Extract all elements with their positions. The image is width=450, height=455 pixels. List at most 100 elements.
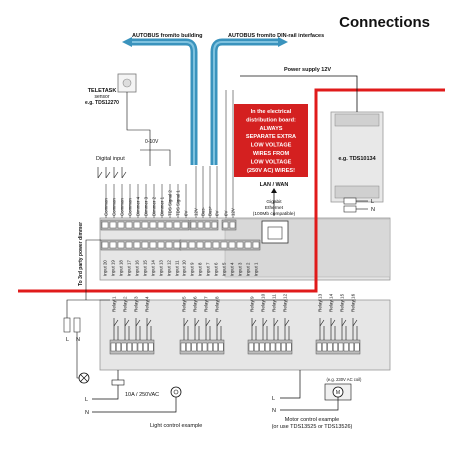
relay-screw bbox=[110, 342, 116, 352]
relay-label: Relay 5 bbox=[182, 296, 187, 312]
autobus-din-arrow bbox=[278, 37, 288, 47]
warning-line: SEPARATE EXTRA bbox=[246, 134, 296, 140]
input-label: Input 14 bbox=[151, 260, 156, 276]
power-terminal-label: 12V bbox=[231, 208, 236, 216]
relay-label: Relay 7 bbox=[204, 296, 209, 312]
switch-contact bbox=[121, 171, 127, 179]
motor-N-label: N bbox=[272, 408, 276, 414]
terminal-screw bbox=[180, 241, 188, 249]
relay-screw bbox=[333, 342, 338, 352]
warning-line: (250V AC) WIRES! bbox=[247, 168, 295, 174]
relay-contact bbox=[113, 319, 119, 327]
terminal-screw bbox=[109, 241, 117, 249]
relay-screw bbox=[322, 342, 327, 352]
relay-screw bbox=[327, 342, 333, 352]
relay-contact bbox=[284, 319, 290, 327]
lower-module-housing bbox=[99, 299, 391, 371]
relay-contact bbox=[124, 319, 130, 327]
sensor-lens-icon bbox=[122, 78, 132, 88]
terminal-label: Common bbox=[112, 198, 117, 216]
terminal-screw bbox=[196, 241, 204, 249]
light-L-label: L bbox=[85, 397, 88, 403]
terminal-screw bbox=[181, 221, 189, 229]
ethernet-line1: Gigabit bbox=[266, 199, 282, 205]
relay-contact bbox=[216, 319, 222, 327]
warning-line: distribution board: bbox=[246, 117, 296, 123]
relay-screw bbox=[316, 342, 322, 352]
terminal-screw bbox=[211, 221, 218, 229]
relay-contact bbox=[194, 319, 200, 327]
input-label: Input 17 bbox=[127, 260, 132, 276]
sensor-wire bbox=[126, 92, 151, 166]
terminal-screw bbox=[165, 221, 173, 229]
terminal-screw bbox=[222, 221, 229, 229]
relay-screw bbox=[196, 342, 202, 352]
terminal-screw bbox=[229, 221, 236, 229]
relay-screw bbox=[270, 342, 276, 352]
terminal-screw bbox=[157, 241, 165, 249]
terminal-label: TDS Signal 1 bbox=[176, 190, 181, 216]
psu-N-label: N bbox=[371, 207, 375, 213]
input-label: Input 8 bbox=[198, 262, 203, 276]
relay-contact bbox=[341, 319, 347, 327]
warning-line: LOW VOLTAGE bbox=[251, 143, 292, 149]
terminal-screw bbox=[173, 241, 181, 249]
ethernet-line3: (100Mb compatible) bbox=[253, 211, 296, 217]
psu-terminals-bottom bbox=[334, 185, 380, 199]
motor-N-line bbox=[280, 397, 339, 411]
relay-screw bbox=[207, 342, 213, 352]
relay-terminal-block bbox=[109, 339, 155, 355]
relay-label: Relay 16 bbox=[351, 293, 356, 312]
light-control-caption: Light control example bbox=[150, 423, 202, 429]
relay-label: Relay 11 bbox=[272, 294, 277, 312]
terminal-screw bbox=[117, 241, 125, 249]
autobus-building-cable bbox=[130, 38, 198, 165]
autobus-building-label: AUTOBUS from/to building bbox=[132, 33, 202, 39]
terminal-screw bbox=[141, 241, 149, 249]
terminal-screw bbox=[125, 241, 133, 249]
relay-screw bbox=[121, 342, 127, 352]
relay-screw bbox=[180, 342, 186, 352]
diagram-title: Connections bbox=[339, 14, 430, 31]
relay-screw bbox=[248, 342, 254, 352]
relay-screw bbox=[218, 342, 224, 352]
relay-label: Relay 14 bbox=[329, 293, 334, 312]
psu-terminals-top bbox=[334, 113, 380, 127]
terminal-screw bbox=[149, 221, 157, 229]
relay-label: Relay 8 bbox=[215, 296, 220, 312]
relay-contact bbox=[273, 319, 279, 327]
terminal-screw bbox=[204, 241, 212, 249]
relay-screw bbox=[275, 342, 281, 352]
ethernet-line2: Ethernet bbox=[265, 205, 284, 211]
relay-terminal-block bbox=[315, 339, 361, 355]
warning-line: WIRES FROM bbox=[253, 151, 290, 157]
input-label: Input 18 bbox=[119, 260, 124, 276]
relay-label: Relay 9 bbox=[250, 296, 255, 312]
relay-screw bbox=[186, 342, 191, 352]
relay-screw bbox=[343, 342, 349, 352]
bus-terminal-label: Bus- bbox=[201, 206, 206, 216]
terminal-screw bbox=[133, 221, 141, 229]
lan-wan-arrow-head bbox=[271, 188, 277, 193]
light-L-line bbox=[92, 370, 119, 400]
transformer-icon-inner bbox=[173, 389, 179, 395]
terminal-screw bbox=[149, 241, 157, 249]
terminal-screw bbox=[252, 241, 260, 249]
relay-contact bbox=[319, 319, 325, 327]
terminal-screw bbox=[117, 221, 125, 229]
motor-L-line bbox=[280, 370, 301, 399]
terminal-screw bbox=[101, 241, 109, 249]
relay-screw bbox=[281, 342, 286, 352]
relay-contact bbox=[262, 319, 268, 327]
warning-line: LOW VOLTAGE bbox=[251, 159, 292, 165]
input-block-right bbox=[179, 239, 261, 251]
input-label: Input 15 bbox=[143, 260, 148, 276]
input-label: Input 4 bbox=[230, 262, 235, 276]
left-L-label: L bbox=[66, 337, 69, 343]
danger-boundary-line bbox=[18, 88, 445, 293]
terminal-screw bbox=[220, 241, 228, 249]
third-party-dimmer-label: To 3rd party power dimmer bbox=[78, 222, 84, 286]
relay-label: Relay 1 bbox=[112, 296, 117, 312]
input-label: Input 13 bbox=[159, 260, 164, 276]
